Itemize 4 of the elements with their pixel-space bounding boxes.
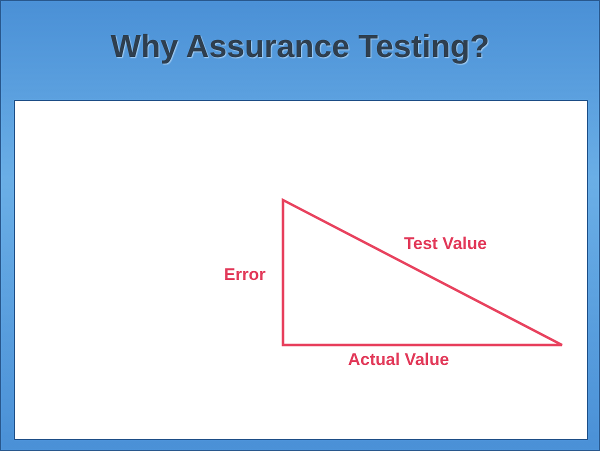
side-label: Actual Value [348, 350, 450, 370]
side-label: Test Value [404, 234, 487, 254]
side-label: Error [224, 265, 266, 285]
slide-title: Why Assurance Testing? [110, 28, 490, 65]
